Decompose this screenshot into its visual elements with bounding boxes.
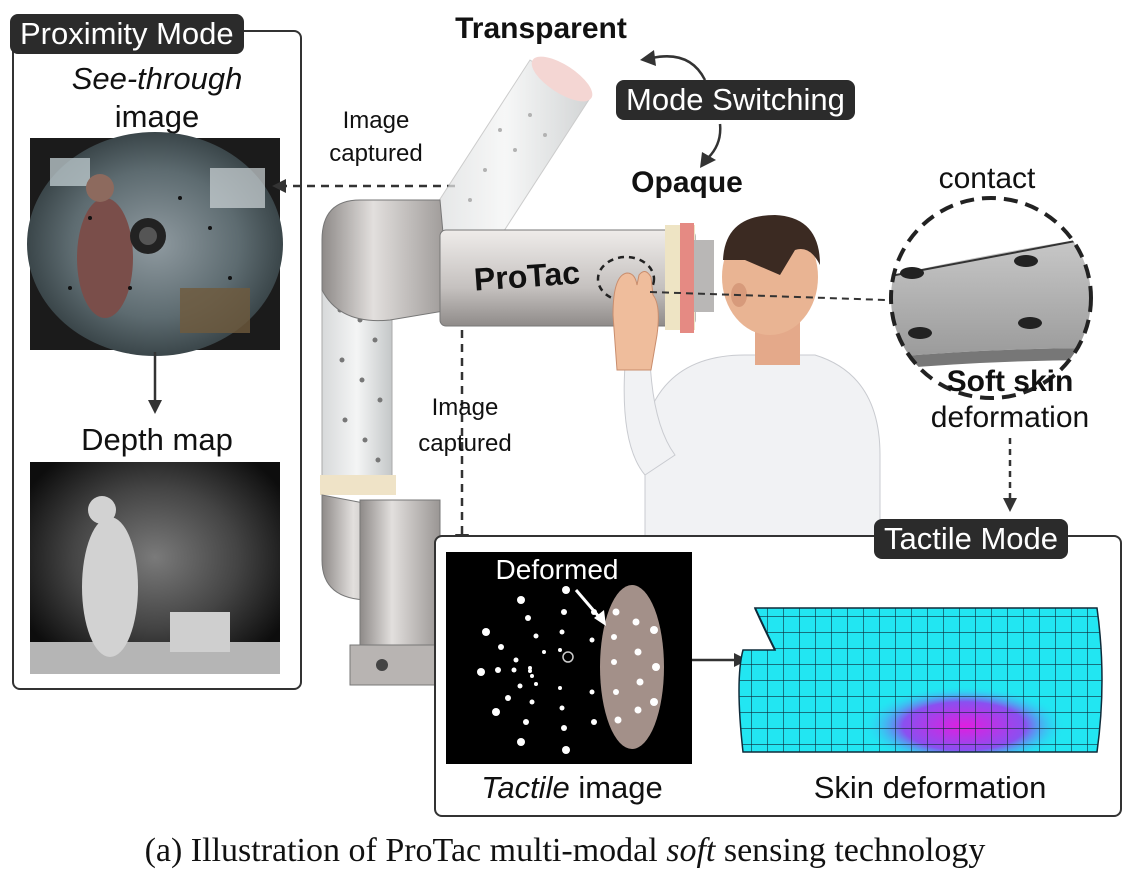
image-captured-label-1: Image captured	[329, 107, 423, 167]
image-captured-arrow-1	[272, 179, 455, 193]
opaque-label: Opaque	[631, 166, 743, 199]
zoom-link-line	[649, 291, 887, 301]
see-through-image	[27, 132, 283, 356]
contact-region-marker	[596, 255, 656, 303]
tactile-image	[446, 552, 692, 764]
proximity-mode-title: Proximity Mode	[10, 14, 244, 54]
tactile-image-label: Tactile image	[481, 770, 663, 805]
person-illustration	[612, 215, 881, 541]
skin-deformation-label: Skin deformation	[813, 770, 1047, 805]
contact-label: contact	[938, 162, 1036, 195]
depth-map-label: Depth map	[81, 422, 233, 457]
soft-skin-deformation-label: Soft skin deformation	[930, 365, 1090, 434]
contact-zoom-view	[889, 196, 1093, 400]
down-arrow	[148, 352, 162, 414]
figure-caption: (a) Illustration of ProTac multi-modal s…	[144, 832, 986, 869]
mode-switching-badge: Mode Switching	[616, 80, 855, 120]
see-through-label: See-through image	[71, 61, 243, 134]
depth-map-image	[30, 462, 280, 674]
deformed-label: Deformed	[495, 554, 619, 585]
down-arrow-dashed	[1003, 438, 1017, 512]
tactile-mode-title: Tactile Mode	[874, 519, 1069, 559]
mode-switching-arrows	[640, 50, 722, 168]
transparent-label: Transparent	[455, 12, 627, 45]
skin-deformation-mesh	[738, 607, 1103, 753]
image-captured-label-2: Image captured	[418, 394, 512, 457]
